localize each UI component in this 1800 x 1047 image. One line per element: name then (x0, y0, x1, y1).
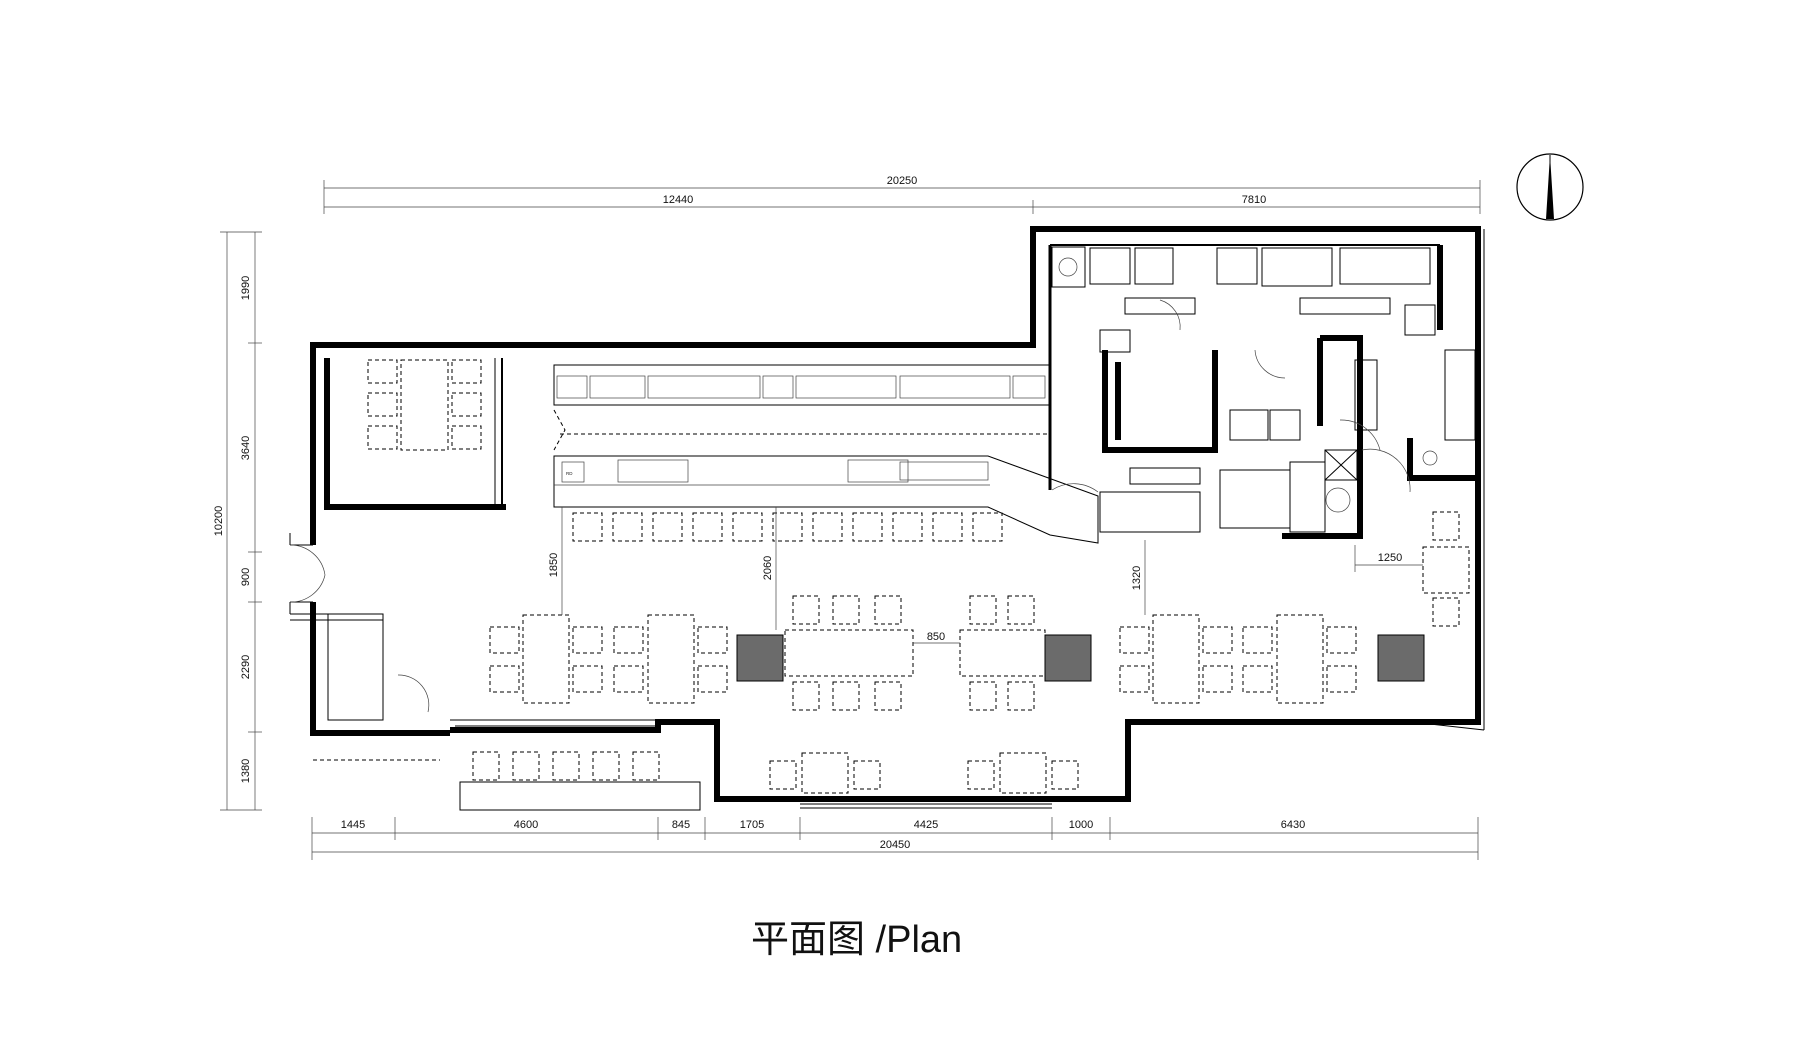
dim-interior-1850: 1850 (548, 553, 560, 577)
north-arrow-icon (1516, 153, 1584, 221)
dining-tables (313, 511, 1470, 811)
dim-top-left: 12440 (663, 194, 694, 206)
equipment-tag-rd: RD (566, 471, 573, 476)
dim-top-right: 7810 (1242, 194, 1266, 206)
plan-caption: 平面图 /Plan (751, 919, 962, 961)
bar-seating (572, 512, 1003, 542)
dim-bottom-7: 6430 (1281, 819, 1305, 831)
exterior-walls (310, 226, 1485, 809)
private-room (324, 358, 506, 510)
top-dimension-lines: 20250 12440 7810 (323, 175, 1481, 214)
dim-bottom-3: 845 (672, 819, 690, 831)
dim-interior-2060: 2060 (762, 556, 774, 580)
left-dimension-lines: 10200 1990 3640 900 2290 1380 (213, 231, 262, 811)
dim-left-5: 1380 (240, 759, 252, 783)
interior-dimensions: 1850 2060 1320 850 1250 (548, 507, 1423, 644)
dim-interior-1320: 1320 (1131, 566, 1143, 590)
dim-bottom-2: 4600 (514, 819, 538, 831)
dim-bottom-total: 20450 (880, 839, 911, 851)
open-kitchen: RD (553, 364, 1099, 544)
bottom-dimension-lines: 1445 4600 845 1705 4425 1000 6430 20450 (311, 817, 1479, 860)
entrance-doors (289, 533, 430, 721)
dim-bottom-1: 1445 (341, 819, 365, 831)
back-kitchen (1048, 244, 1476, 539)
dim-bottom-4: 1705 (740, 819, 764, 831)
dim-top-total: 20250 (887, 175, 918, 187)
structural-columns (736, 634, 1425, 682)
dim-left-3: 900 (240, 568, 252, 586)
dim-bottom-6: 1000 (1069, 819, 1093, 831)
dim-bottom-5: 4425 (914, 819, 938, 831)
dim-interior-1250: 1250 (1378, 552, 1402, 564)
dim-left-total: 10200 (213, 506, 225, 537)
dim-left-1: 1990 (240, 276, 252, 300)
dim-left-2: 3640 (240, 436, 252, 460)
dim-interior-850: 850 (927, 631, 945, 643)
dim-left-4: 2290 (240, 655, 252, 679)
